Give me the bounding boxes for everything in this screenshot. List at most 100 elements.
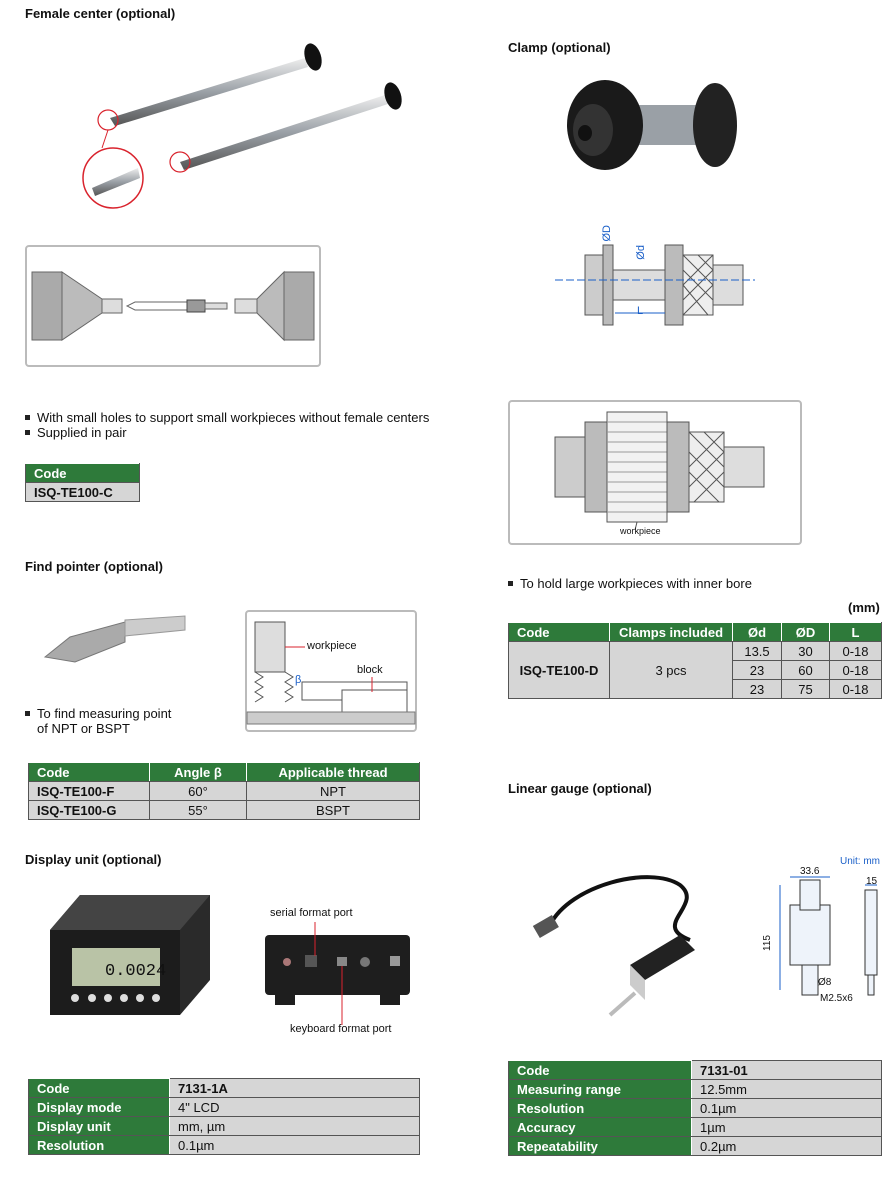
header-code: Code: [508, 622, 610, 642]
depth-dim: 15: [866, 876, 878, 887]
header-thread: Applicable thread: [246, 762, 420, 782]
clamp-drawing: [555, 244, 755, 326]
spec-label: Display unit: [28, 1116, 170, 1136]
serial-port-label: serial format port: [270, 907, 353, 919]
find-pointer-table: Code Angle β Applicable thread ISQ-TE100…: [28, 762, 420, 820]
spec-label: Code: [508, 1060, 692, 1080]
clamp-bullet: To hold large workpieces with inner bore: [508, 576, 752, 591]
table-row: ISQ-TE100-F 60° NPT: [28, 781, 420, 801]
keyboard-port-label: keyboard format port: [290, 1023, 392, 1035]
spec-value: 12.5mm: [691, 1079, 882, 1099]
linear-gauge-photo: [532, 875, 695, 1017]
clamp-photo: [567, 80, 737, 170]
linear-gauge-title: Linear gauge (optional): [508, 781, 652, 796]
bullet-item: Supplied in pair: [25, 425, 429, 440]
od-big-cell: 75: [781, 679, 830, 699]
spec-value: 0.1µm: [691, 1098, 882, 1118]
linear-gauge-drawing: [779, 876, 878, 996]
od-big-cell: 60: [781, 660, 830, 680]
code-cell: ISQ-TE100-G: [28, 800, 150, 820]
spec-value: 7131-1A: [169, 1078, 420, 1098]
header-length: L: [829, 622, 882, 642]
header-code: Code: [28, 762, 150, 782]
find-pointer-photo: [43, 615, 186, 663]
unit-label: Unit: mm: [840, 856, 880, 867]
code-cell: ISQ-TE100-C: [25, 482, 140, 502]
code-cell: ISQ-TE100-D: [508, 641, 610, 699]
od-small-cell: 13.5: [732, 641, 782, 661]
spec-label: Accuracy: [508, 1117, 692, 1137]
display-unit-back-photo: [265, 922, 410, 1025]
unit-label: (mm): [848, 600, 880, 615]
diameter-dim: Ø8: [818, 977, 832, 988]
thread-cell: BSPT: [246, 800, 420, 820]
spec-value: 1µm: [691, 1117, 882, 1137]
clamp-table: Code Clamps included Ød ØD L ISQ-TE100-D…: [508, 622, 882, 699]
header-code: Code: [25, 463, 140, 483]
angle-cell: 60°: [149, 781, 247, 801]
spec-label: Repeatability: [508, 1136, 692, 1156]
length-cell: 0-18: [829, 679, 882, 699]
height-dim: 115: [762, 935, 773, 951]
spec-label: Code: [28, 1078, 170, 1098]
od-big-label: ØD: [601, 225, 613, 242]
od-small-label: Ød: [635, 245, 647, 260]
spec-value: 0.1µm: [169, 1135, 420, 1155]
clamps-cell: 3 pcs: [609, 641, 733, 699]
spec-value: 4" LCD: [169, 1097, 420, 1117]
table-row: ISQ-TE100-G 55° BSPT: [28, 800, 420, 820]
thread-dim: M2.5x6: [820, 993, 853, 1004]
angle-label: β: [295, 674, 302, 686]
find-pointer-diagram: workpiece block β: [245, 610, 417, 732]
length-cell: 0-18: [829, 660, 882, 680]
table-row: ISQ-TE100-D 3 pcs 13.5 30 0-18: [508, 641, 882, 699]
female-center-title: Female center (optional): [25, 6, 176, 21]
header-angle: Angle β: [149, 762, 247, 782]
display-unit-front-photo: [50, 895, 210, 1015]
female-center-table: Code ISQ-TE100-C: [25, 463, 140, 502]
lcd-reading: 0.0024: [105, 962, 167, 981]
thread-cell: NPT: [246, 781, 420, 801]
block-label: block: [357, 664, 383, 676]
bullet-item: With small holes to support small workpi…: [25, 410, 429, 425]
table-row: 23 75 0-18: [509, 679, 882, 699]
workpiece-label: workpiece: [620, 526, 661, 536]
width-dim: 33.6: [800, 866, 820, 877]
find-pointer-title: Find pointer (optional): [25, 559, 163, 574]
female-center-diagram: [25, 245, 321, 367]
angle-cell: 55°: [149, 800, 247, 820]
length-label: L: [637, 305, 644, 317]
code-cell: ISQ-TE100-F: [28, 781, 150, 801]
spec-label: Resolution: [508, 1098, 692, 1118]
length-cell: 0-18: [829, 641, 882, 661]
workpiece-label: workpiece: [307, 640, 357, 652]
clamp-workpiece-diagram: workpiece: [508, 400, 802, 545]
od-small-cell: 23: [732, 660, 782, 680]
header-od-small: Ød: [732, 622, 782, 642]
spec-value: 0.2µm: [691, 1136, 882, 1156]
od-big-cell: 30: [781, 641, 830, 661]
spec-value: mm, µm: [169, 1116, 420, 1136]
display-unit-title: Display unit (optional): [25, 852, 162, 867]
header-clamps: Clamps included: [609, 622, 733, 642]
spec-label: Resolution: [28, 1135, 170, 1155]
table-row: 23 60 0-18: [509, 660, 882, 680]
spec-value: 7131-01: [691, 1060, 882, 1080]
clamp-title: Clamp (optional): [508, 40, 611, 55]
bullet-line: To find measuring point: [37, 706, 172, 721]
female-center-photo: [82, 43, 402, 209]
bullet-line: of NPT or BSPT: [37, 721, 130, 736]
od-small-cell: 23: [732, 679, 782, 699]
spec-label: Measuring range: [508, 1079, 692, 1099]
